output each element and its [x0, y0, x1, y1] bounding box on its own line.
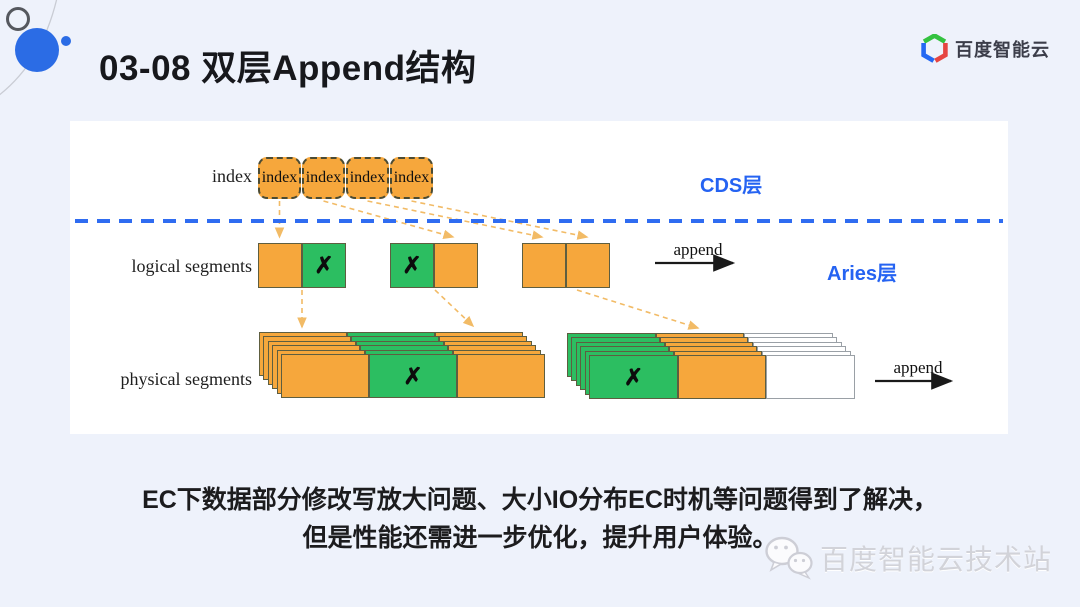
physical-row-label: physical segments [120, 369, 252, 389]
watermark-text: 百度智能云技术站 [820, 544, 1053, 575]
baidu-cloud-icon [921, 34, 948, 63]
footer-text-line-1: EC下数据部分修改写放大问题、大小IO分布EC时机等问题得到了解决， [142, 486, 938, 514]
cross-mark: ✗ [314, 252, 334, 278]
footer-text-line-2: 但是性能还需进一步优化，提升用户体验。 [302, 524, 778, 552]
watermark: 百度智能云技术站 [764, 536, 1052, 580]
append-label-logical: append [673, 240, 723, 259]
aries-layer-label: Aries层 [827, 263, 898, 285]
segment-cell-orange [258, 243, 302, 288]
logical-segment-group [522, 243, 610, 288]
segment-cell-green-crossed: ✗ [369, 354, 457, 398]
index-box: index [346, 157, 389, 199]
segment-cell-green-crossed: ✗ [589, 355, 678, 399]
index-row-label: index [212, 166, 252, 186]
index-box: index [258, 157, 301, 199]
append-label-physical: append [893, 358, 943, 377]
logical-segment-group: ✗ [258, 243, 346, 288]
segment-cell-orange [566, 243, 610, 288]
logical-row-label: logical segments [131, 256, 252, 276]
index-box-label: index [349, 169, 386, 186]
logical-to-physical-connectors [297, 289, 700, 330]
stack-layer-front: ✗ [589, 355, 855, 399]
segment-cell-orange [522, 243, 566, 288]
decorative-circle [15, 28, 59, 72]
cross-mark: ✗ [402, 252, 422, 278]
segment-cell-orange [457, 354, 545, 398]
segment-cell-empty [766, 355, 855, 399]
segment-cell-green-crossed: ✗ [302, 243, 346, 288]
segment-cell-orange [434, 243, 478, 288]
index-box-label: index [393, 169, 430, 186]
index-box-label: index [261, 169, 298, 186]
logical-segment-group: ✗ [390, 243, 478, 288]
cross-mark: ✗ [403, 362, 423, 389]
diagram-panel: index index index index index CDS层 logic… [70, 121, 1008, 434]
cross-mark: ✗ [623, 363, 644, 390]
segment-cell-green-crossed: ✗ [390, 243, 434, 288]
brand-logo: 百度智能云 [921, 34, 1050, 63]
layer-divider [75, 219, 1003, 223]
index-box: index [390, 157, 433, 199]
segment-cell-orange [678, 355, 766, 399]
index-box-label: index [305, 169, 342, 186]
wechat-icon [765, 536, 813, 580]
stack-layer-front: ✗ [281, 354, 545, 398]
brand-name: 百度智能云 [955, 39, 1050, 60]
decorative-ring [6, 7, 30, 31]
index-box: index [302, 157, 345, 199]
segment-cell-orange [281, 354, 369, 398]
cds-layer-label: CDS层 [700, 175, 763, 197]
index-row: index index index index [258, 157, 433, 199]
page-title: 03-08 双层Append结构 [99, 49, 477, 88]
decorative-dot [61, 36, 71, 46]
footer-text: EC下数据部分修改写放大问题、大小IO分布EC时机等问题得到了解决， 但是性能还… [0, 481, 1080, 557]
